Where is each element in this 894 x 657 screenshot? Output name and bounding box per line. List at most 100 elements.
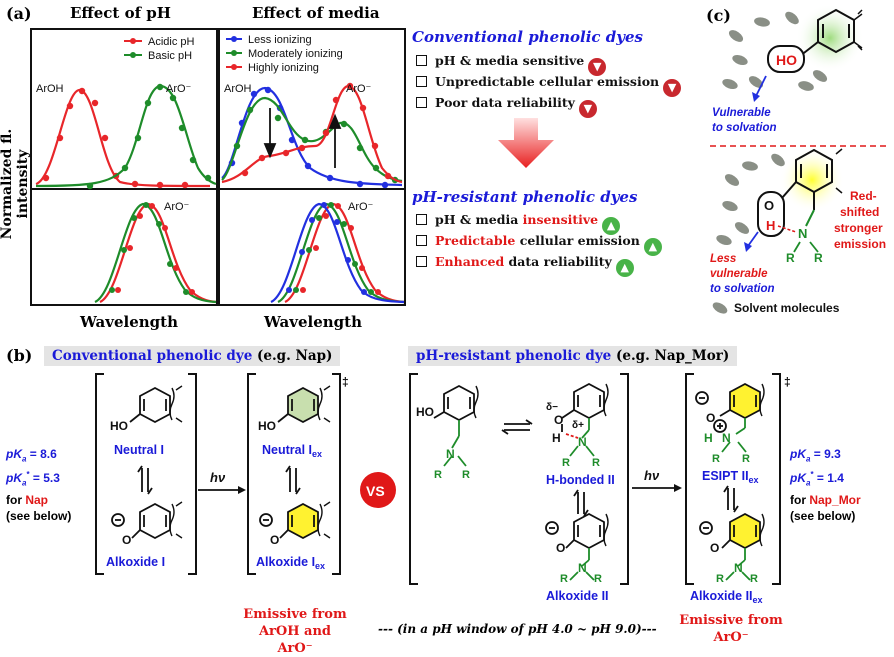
equilibrium-icon [573, 489, 589, 517]
svg-text:R: R [592, 457, 600, 469]
markers-basic-ph [86, 83, 212, 190]
vulnerable-line1: Vulnerable [712, 107, 771, 119]
svg-text:O: O [270, 533, 279, 547]
markers-br-green [293, 202, 374, 295]
svg-text:R: R [716, 573, 724, 585]
svg-text:O: O [122, 533, 131, 547]
mol-hbonded-2 [561, 382, 609, 457]
spectra-plots: Acidic pH Basic pH ArOH ArO⁻ [30, 28, 406, 306]
svg-text:R: R [562, 457, 570, 469]
red-line3: stronger [834, 221, 883, 235]
hbonded-label: H-bonded II [546, 473, 615, 487]
tl-aro-label: ArO⁻ [166, 83, 192, 95]
res-item-3: Enhanced data reliability▲ [416, 254, 634, 277]
thumbs-down-icon: ▼ [663, 79, 682, 97]
ph-window-note: --- (in a pH window of pH 4.0 ~ pH 9.0)-… [378, 622, 657, 636]
legend-highly: Highly ionizing [248, 62, 319, 74]
brackets [95, 373, 781, 585]
markers-br-blue [286, 202, 367, 295]
resistant-title: pH-resistant phenolic dyes [412, 188, 638, 206]
mol-alkoxide-1 [111, 501, 183, 540]
curve-br-blue [270, 202, 405, 304]
plot-frame-bl [30, 188, 218, 306]
svg-text:O: O [556, 541, 565, 555]
panel-c-label: (c) [706, 6, 731, 25]
x-axis-label-2: Wavelength [264, 313, 362, 331]
emissive-right: Emissive from ArO⁻ [679, 613, 783, 645]
plot-frame-br [218, 188, 406, 306]
down-arrow-icon [498, 118, 554, 168]
markers-acidic-ph [42, 87, 189, 189]
panel-b-scheme: ‡ ‡ HO Neutral I O Alkoxide I hν [95, 373, 791, 605]
svg-text:R: R [560, 573, 568, 585]
equilibrium-horizontal-icon [501, 419, 533, 435]
curve-bl-green [94, 202, 217, 304]
legend-tr: Less ionizing Moderately ionizing Highly… [226, 34, 343, 74]
markers-bl-green [109, 202, 189, 295]
mol-neutral-ex [277, 385, 331, 424]
svg-text:δ+: δ+ [572, 420, 584, 431]
c-n-label: N [798, 226, 807, 241]
neutral-ex-label: Neutral Iex [262, 443, 322, 459]
svg-text:N: N [446, 447, 455, 461]
tl-aroh-label: ArOH [36, 83, 64, 95]
c-o-label: O [764, 198, 774, 213]
curve-br-green [277, 202, 405, 304]
esipt-label: ESIPT IIex [702, 469, 759, 485]
markers-less-ionizing [228, 86, 389, 189]
svg-text:O: O [554, 413, 563, 427]
curve-bl-red [99, 202, 217, 304]
svg-text:H: H [704, 431, 713, 445]
neutral-1-label: Neutral I [114, 443, 164, 457]
mol-alkoxide-ex [259, 501, 331, 540]
thumbs-down-icon: ▼ [578, 100, 597, 118]
mol-alkoxide-2 [545, 512, 609, 581]
red-line1: Red- [850, 189, 877, 203]
vs-badge [360, 472, 396, 508]
less-line3: to solvation [710, 283, 775, 295]
solvent-molecules-bottom [712, 153, 785, 314]
col2-title: Effect of media [252, 4, 380, 22]
tr-aroh-label: ArOH [224, 83, 252, 95]
svg-text:R: R [462, 469, 470, 481]
conv-item-1: pH & media sensitive▼ [416, 53, 607, 76]
x-axis-label-1: Wavelength [80, 313, 178, 331]
svg-text:O: O [710, 541, 719, 555]
red-line4: emission [834, 237, 886, 251]
pka-block-right: pKa = 9.3 pKa* = 1.4 for Nap_Mor (see be… [790, 447, 861, 523]
res-dye-title: pH-resistant phenolic dye (e.g. Nap_Mor) [408, 346, 738, 366]
panel-a-label: (a) [6, 4, 32, 23]
res-item-2: Predictable cellular emission▲ [416, 233, 662, 256]
emissive-left: Emissive from ArOH and ArO⁻ [243, 607, 347, 656]
mol-esipt-ex [695, 382, 765, 453]
alkoxide-ex-label: Alkoxide Iex [256, 555, 325, 571]
markers-br-red [300, 203, 381, 295]
equilibrium-icon [723, 485, 739, 513]
svg-text:N: N [734, 561, 743, 575]
svg-text:O: O [706, 411, 715, 425]
svg-text:HO: HO [416, 405, 434, 419]
panel-b-label: (b) [6, 346, 33, 365]
svg-text:HO: HO [110, 419, 128, 433]
equilibrium-icon [285, 465, 301, 495]
vulnerable-line2: to solvation [712, 122, 777, 134]
pka-block-left: pKa = 8.6 pKa* = 5.3 for Nap (see below) [6, 447, 72, 523]
legend-moderately: Moderately ionizing [248, 48, 343, 60]
ddagger-1: ‡ [342, 375, 349, 389]
legend-tl: Acidic pH Basic pH [124, 36, 195, 62]
svg-text:R: R [434, 469, 442, 481]
thumbs-up-icon: ▲ [643, 238, 662, 256]
mol-alkoxide-2-ex [699, 512, 765, 581]
svg-text:R: R [750, 573, 758, 585]
res-item-1: pH & media insensitive▲ [416, 212, 621, 235]
svg-text:δ−: δ− [546, 402, 558, 413]
conv-item-2: Unpredictable cellular emission▼ [416, 74, 682, 97]
ddagger-2: ‡ [784, 375, 791, 389]
thumbs-down-icon: ▼ [588, 58, 607, 76]
vs-label: VS [366, 483, 385, 499]
solvent-label: Solvent molecules [734, 301, 840, 315]
c-ho-label: HO [776, 52, 797, 68]
thumbs-up-icon: ▲ [615, 259, 634, 277]
hv-label-2: hν [644, 468, 660, 483]
c-r2-label: R [814, 251, 823, 265]
